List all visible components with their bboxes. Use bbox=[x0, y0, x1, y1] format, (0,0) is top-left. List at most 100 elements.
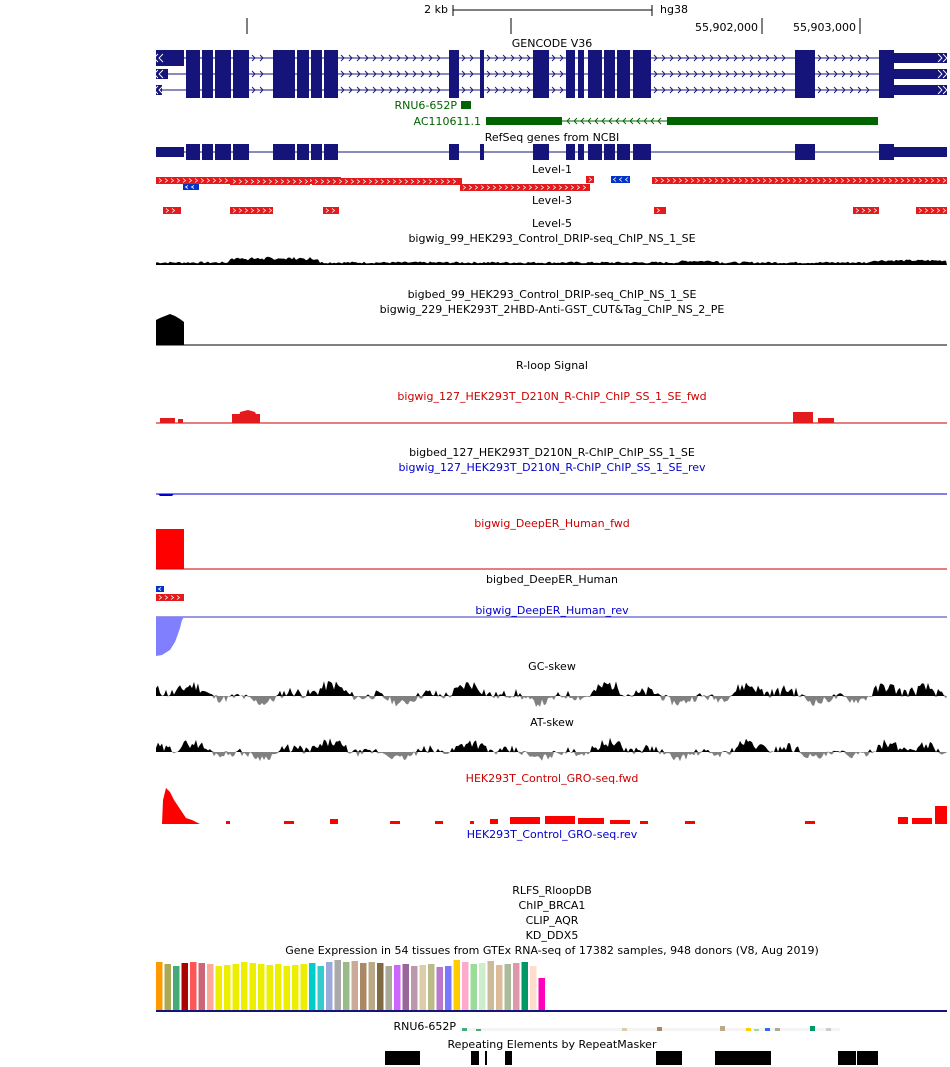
track-title[interactable]: bigwig_DeepER_Human_fwd bbox=[474, 517, 629, 530]
chevron-right-icon bbox=[733, 86, 738, 94]
gtex-tissue-bar bbox=[470, 964, 477, 1010]
gtex-tissue-bar bbox=[394, 965, 401, 1010]
repeat-element[interactable] bbox=[385, 1051, 420, 1065]
track-title[interactable]: GENCODE V36 bbox=[512, 37, 592, 50]
transcript[interactable] bbox=[156, 50, 947, 66]
chevron-right-icon bbox=[733, 70, 738, 78]
chevron-right-icon bbox=[757, 70, 762, 78]
chevron-right-icon bbox=[259, 54, 264, 62]
chevron-right-icon bbox=[701, 54, 706, 62]
repeatmasker-features[interactable] bbox=[385, 1051, 878, 1065]
chevron-right-icon bbox=[786, 178, 791, 183]
chevron-right-icon bbox=[250, 208, 255, 213]
chevron-right-icon bbox=[762, 178, 767, 183]
track-title[interactable]: bigbed_127_HEK293T_D210N_R-ChIP_ChIP_SS_… bbox=[409, 446, 695, 459]
chevron-right-icon bbox=[709, 86, 714, 94]
track-title[interactable]: AT-skew bbox=[530, 716, 574, 729]
signal-peak bbox=[238, 410, 260, 423]
chevron-right-icon bbox=[669, 70, 674, 78]
track-title[interactable]: Gene Expression in 54 tissues from GTEx … bbox=[285, 944, 819, 957]
chevron-right-icon bbox=[356, 86, 361, 94]
track-title[interactable]: HEK293T_Control_GRO-seq.fwd bbox=[466, 772, 639, 785]
gtex-tissue-bar bbox=[496, 965, 503, 1010]
chevron-right-icon bbox=[416, 179, 421, 184]
signal-tracks[interactable] bbox=[156, 256, 947, 824]
track-title[interactable]: bigbed_DeepER_Human bbox=[486, 573, 618, 586]
chevron-left-icon bbox=[622, 117, 627, 125]
track-title[interactable]: Repeating Elements by RepeatMasker bbox=[448, 1038, 657, 1051]
chevron-right-icon bbox=[656, 208, 661, 213]
gene-label[interactable]: RNU6-652P bbox=[393, 1020, 456, 1033]
chevron-right-icon bbox=[256, 208, 261, 213]
chevron-right-icon bbox=[436, 54, 441, 62]
chevron-right-icon bbox=[422, 179, 427, 184]
repeat-element[interactable] bbox=[715, 1051, 771, 1065]
chevron-right-icon bbox=[924, 208, 929, 213]
gene-feature[interactable] bbox=[461, 101, 471, 109]
chevron-right-icon bbox=[212, 178, 217, 183]
repeat-element[interactable] bbox=[857, 1051, 878, 1065]
gtex-tissue-bar bbox=[530, 966, 537, 1010]
gtex-tissue-bar bbox=[538, 978, 545, 1010]
chevron-right-icon bbox=[404, 70, 409, 78]
signal-peak bbox=[510, 817, 540, 824]
gene-feature[interactable] bbox=[667, 117, 878, 125]
chevron-right-icon bbox=[677, 86, 682, 94]
track-title[interactable]: Level-3 bbox=[532, 194, 572, 207]
chevron-right-icon bbox=[552, 185, 557, 190]
track-title[interactable]: bigwig_127_HEK293T_D210N_R-ChIP_ChIP_SS_… bbox=[397, 390, 706, 403]
track-title[interactable]: RefSeq genes from NCBI bbox=[485, 131, 620, 144]
repeat-element[interactable] bbox=[656, 1051, 682, 1065]
chevron-right-icon bbox=[840, 178, 845, 183]
chevron-right-icon bbox=[510, 86, 515, 94]
track-title[interactable]: CLIP_AQR bbox=[526, 914, 579, 927]
chevron-right-icon bbox=[461, 86, 466, 94]
repeat-element[interactable] bbox=[838, 1051, 856, 1065]
track-title[interactable]: bigwig_229_HEK293T_2HBD-Anti-GST_CUT&Tag… bbox=[380, 303, 725, 316]
chevron-left-icon bbox=[153, 53, 164, 63]
track-title[interactable]: bigbed_99_HEK293_Control_DRIP-seq_ChIP_N… bbox=[408, 288, 697, 301]
gtex-small-bars[interactable] bbox=[460, 1026, 840, 1031]
track-title[interactable]: bigwig_DeepER_Human_rev bbox=[475, 604, 629, 617]
chevron-right-icon bbox=[251, 54, 256, 62]
track-title[interactable]: RLFS_RloopDB bbox=[512, 884, 592, 897]
repeat-element[interactable] bbox=[505, 1051, 512, 1065]
track-title[interactable]: bigwig_127_HEK293T_D210N_R-ChIP_ChIP_SS_… bbox=[398, 461, 706, 474]
chevron-right-icon bbox=[685, 70, 690, 78]
track-title[interactable]: HEK293T_Control_GRO-seq.rev bbox=[467, 828, 638, 841]
chevron-right-icon bbox=[825, 70, 830, 78]
track-title[interactable]: KD_DDX5 bbox=[526, 929, 579, 942]
gene-label[interactable]: RNU6-652P bbox=[394, 99, 457, 112]
transcript[interactable] bbox=[156, 66, 947, 82]
chevron-right-icon bbox=[685, 54, 690, 62]
track-title[interactable]: ChIP_BRCA1 bbox=[519, 899, 586, 912]
gene-label[interactable]: AC110611.1 bbox=[414, 115, 482, 128]
noncoding-genes[interactable]: RNU6-652P AC110611.1 bbox=[394, 99, 878, 128]
track-title[interactable]: R-loop Signal bbox=[516, 359, 588, 372]
chevron-left-icon bbox=[650, 117, 655, 125]
chevron-right-icon bbox=[849, 70, 854, 78]
repeat-element[interactable] bbox=[471, 1051, 479, 1065]
chevron-right-icon bbox=[364, 86, 369, 94]
track-title[interactable]: GC-skew bbox=[528, 660, 576, 673]
feature-bars[interactable] bbox=[156, 176, 947, 601]
gencode-gene-models[interactable] bbox=[153, 50, 948, 98]
feature-block bbox=[156, 586, 164, 592]
repeat-element[interactable] bbox=[485, 1051, 487, 1065]
ruler-position-label: 55,903,000 bbox=[793, 21, 856, 34]
gtex-tissue-bar bbox=[826, 1028, 831, 1031]
chevron-right-icon bbox=[653, 70, 658, 78]
gene-feature[interactable] bbox=[486, 117, 562, 125]
chevron-right-icon bbox=[410, 179, 415, 184]
track-title[interactable]: Level-5 bbox=[532, 217, 572, 230]
chevron-right-icon bbox=[937, 53, 948, 63]
chevron-right-icon bbox=[364, 70, 369, 78]
chevron-right-icon bbox=[522, 185, 527, 190]
track-title[interactable]: Level-1 bbox=[532, 163, 572, 176]
gtex-expression-bars[interactable] bbox=[156, 960, 545, 1010]
transcript[interactable] bbox=[156, 82, 947, 98]
track-title[interactable]: bigwig_99_HEK293_Control_DRIP-seq_ChIP_N… bbox=[408, 232, 695, 245]
refseq-gene-model[interactable] bbox=[156, 144, 947, 160]
chevron-right-icon bbox=[164, 595, 169, 600]
